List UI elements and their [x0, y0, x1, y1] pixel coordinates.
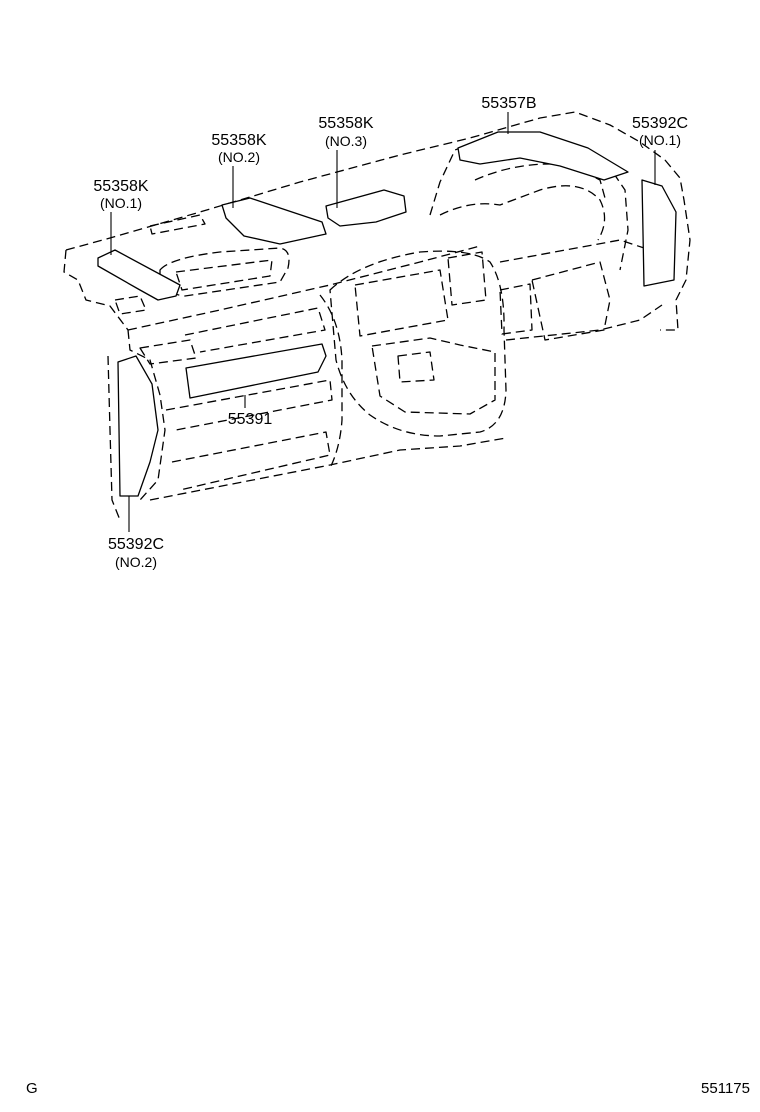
silencer-pads	[97, 131, 677, 497]
callout-part: 55358K	[318, 115, 373, 132]
callout-note: (NO.1)	[639, 132, 681, 148]
callout-part: 55391	[228, 411, 273, 428]
callout-part: 55358K	[211, 132, 266, 149]
callout-note: (NO.2)	[218, 149, 260, 165]
callout-note: (NO.1)	[100, 195, 142, 211]
pad-55357b	[457, 131, 629, 181]
instrument-panel-outline	[63, 111, 691, 521]
leader-lines	[110, 112, 656, 532]
footer-figure-number: 551175	[701, 1080, 750, 1097]
pad-55358k-no2	[221, 197, 327, 245]
pad-55392c-no1	[641, 179, 677, 287]
pad-55391	[185, 343, 327, 399]
callouts: 55358K (NO.1) 55358K (NO.2) 55358K (NO.3…	[93, 95, 688, 570]
callout-note: (NO.2)	[115, 554, 157, 570]
callout-part: 55358K	[93, 178, 148, 195]
callout-part: 55357B	[481, 95, 536, 112]
callout-part: 55392C	[108, 536, 164, 553]
pad-55358k-no3	[325, 189, 407, 227]
pad-55392c-no2	[117, 355, 159, 497]
pad-55358k-no1	[97, 249, 181, 301]
callout-note: (NO.3)	[325, 133, 367, 149]
footer-left-code: G	[26, 1080, 38, 1097]
callout-part: 55392C	[632, 115, 688, 132]
